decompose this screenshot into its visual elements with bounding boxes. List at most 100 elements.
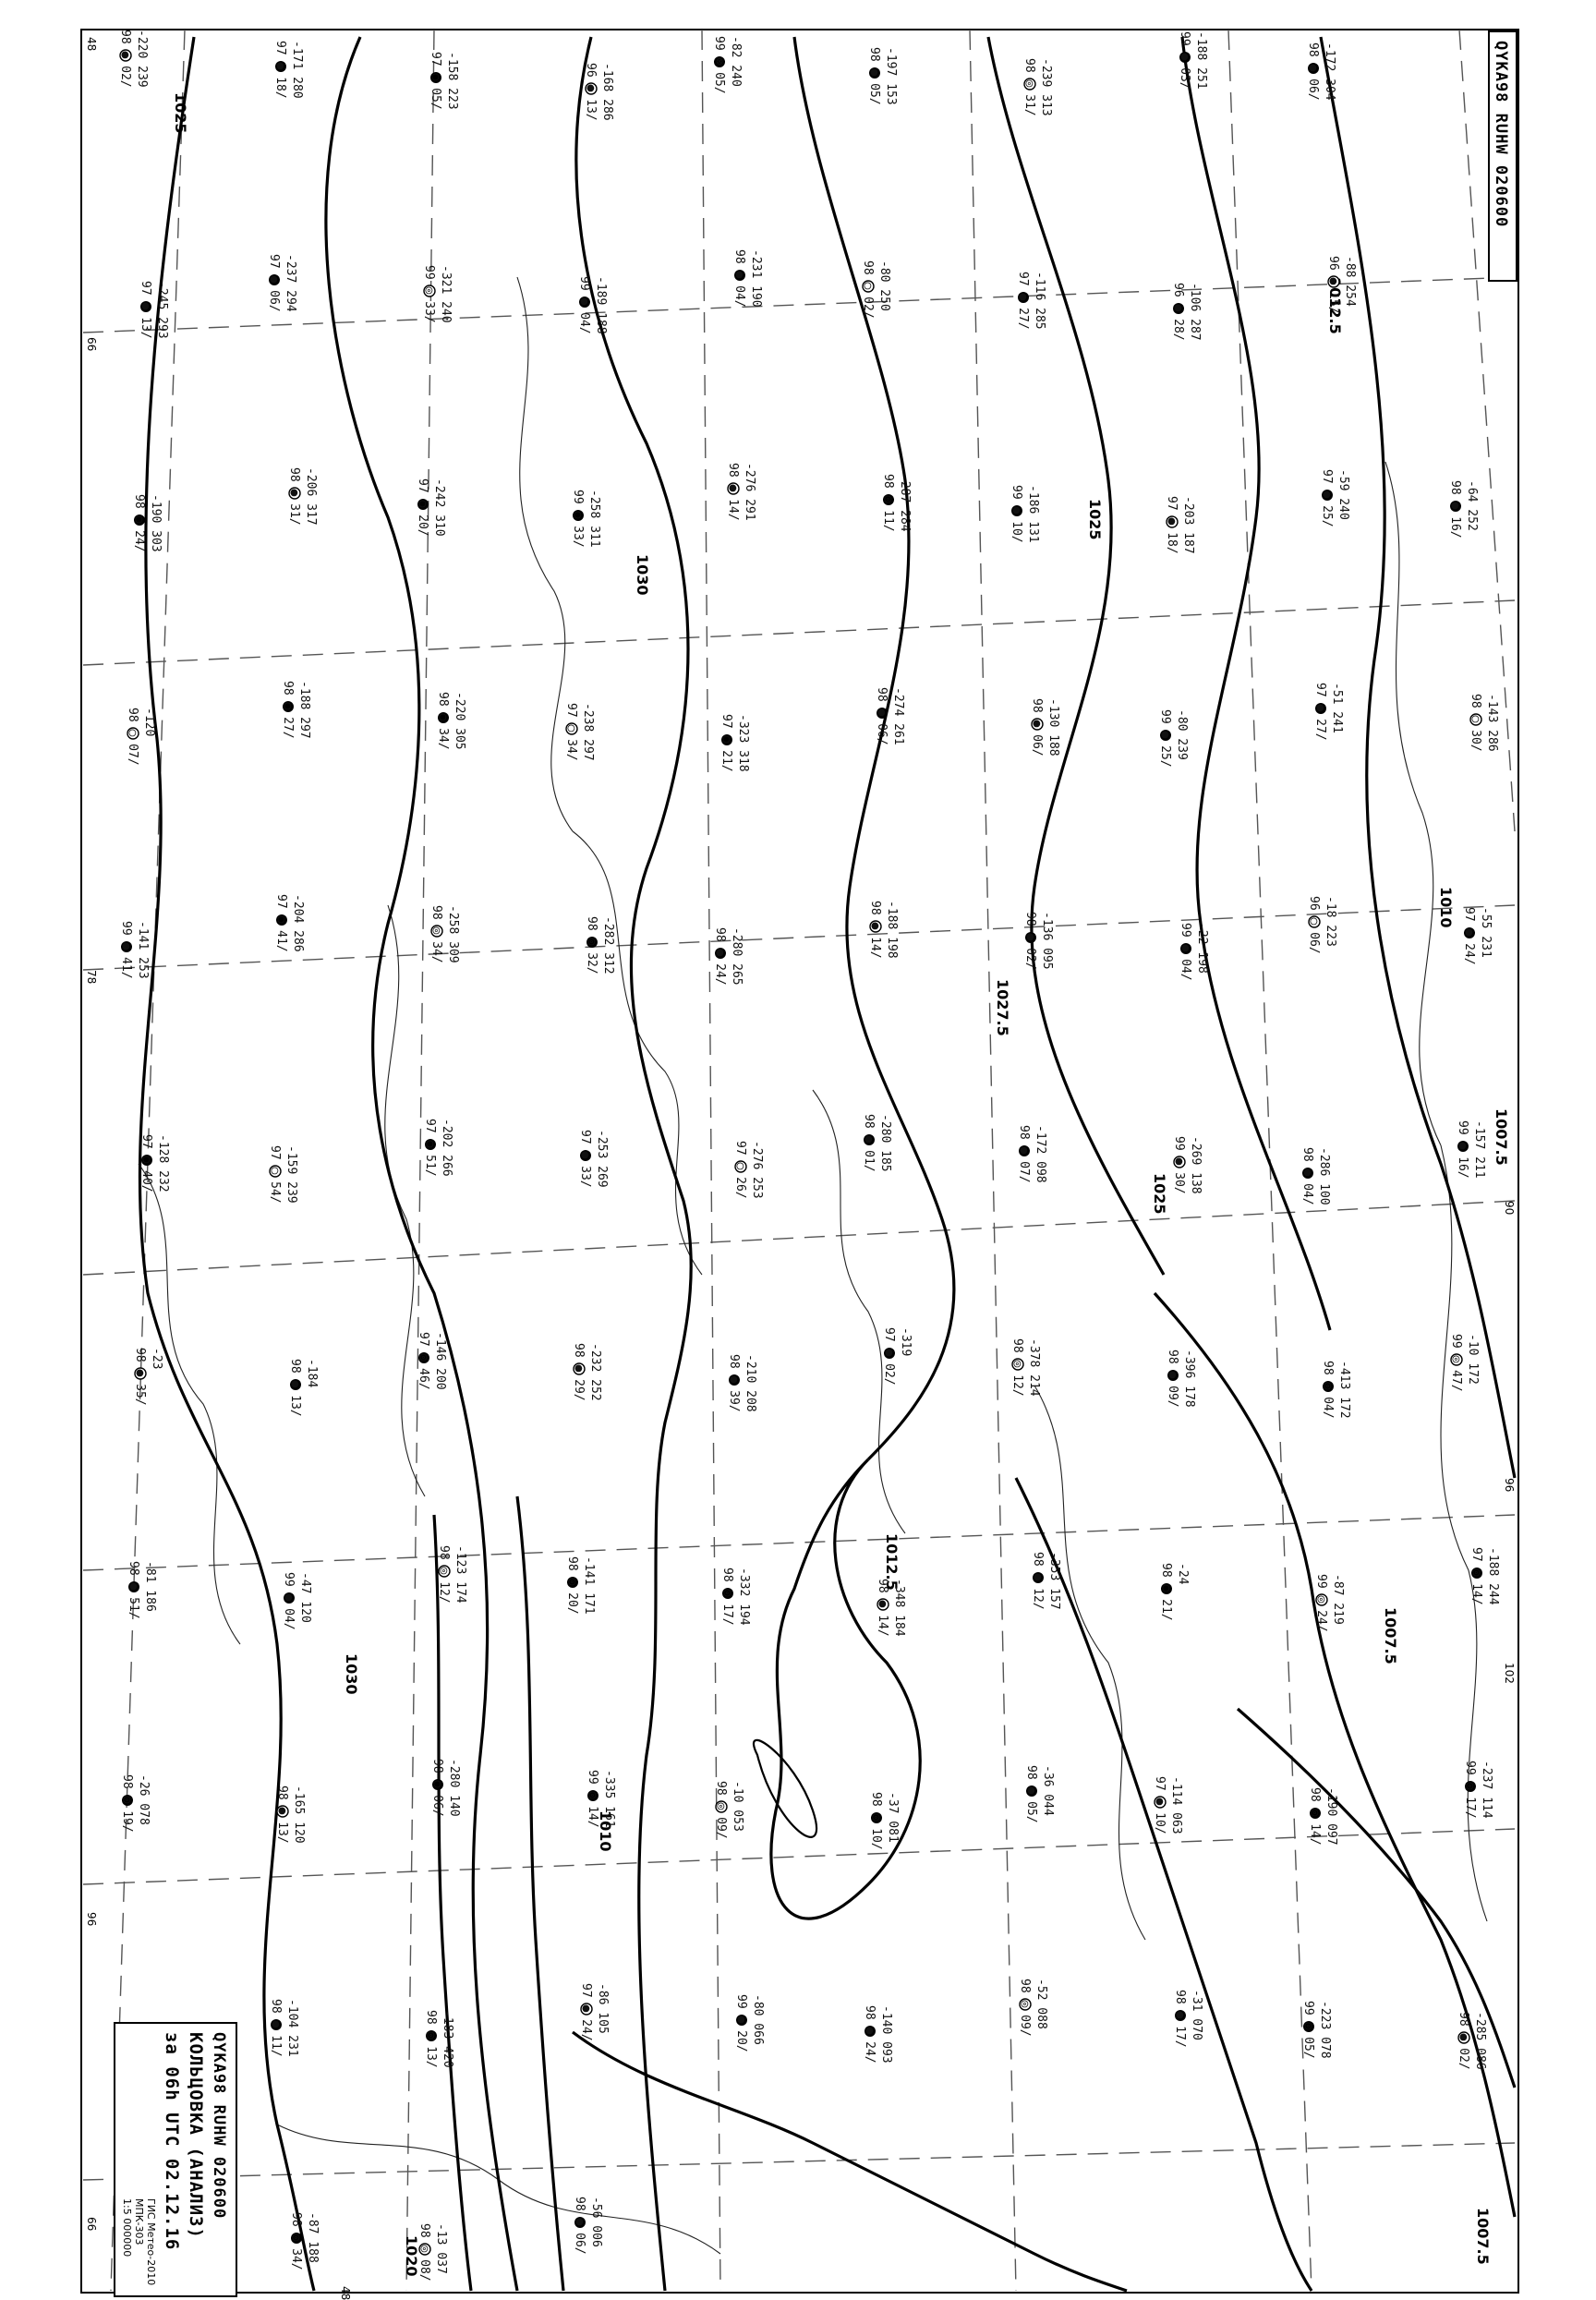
station-obs: 98 ○ 02/ bbox=[861, 260, 875, 319]
station-symbol bbox=[734, 1160, 747, 1173]
station-obs: 97 ● 13/ bbox=[139, 281, 152, 339]
station-obs: 98 ◎ 14/ bbox=[1308, 1787, 1322, 1846]
station-temp-pressure: -319 bbox=[899, 1327, 913, 1356]
station-temp-pressure: -220 305 bbox=[453, 692, 466, 750]
station-temp-pressure: -286 100 bbox=[1317, 1147, 1331, 1205]
station-temp-pressure: -188 244 bbox=[1486, 1547, 1500, 1605]
station-symbol bbox=[121, 941, 132, 952]
station-obs: 99 ● 16/ bbox=[1456, 1120, 1469, 1179]
station-temp-pressure: -253 269 bbox=[595, 1130, 609, 1188]
station-obs: 99 ● 41/ bbox=[119, 921, 133, 979]
station-obs: 98 ● 51/ bbox=[127, 1561, 140, 1619]
station-temp-pressure: -80 066 bbox=[751, 1994, 765, 2045]
isobar-label: 1010 bbox=[597, 1810, 614, 1852]
station-obs: 98 ○ 21/ bbox=[1159, 1563, 1173, 1621]
station-obs: 98 ○ 06/ bbox=[430, 1759, 444, 1817]
station-temp-pressure: -64 252 bbox=[1465, 480, 1479, 531]
station-temp-pressure: -120 bbox=[142, 708, 156, 736]
station-temp-pressure: -52 088 bbox=[1034, 1979, 1048, 2029]
station-temp-pressure: -204 286 bbox=[291, 894, 305, 952]
station-symbol bbox=[715, 1800, 728, 1813]
station-temp-pressure: -36 044 bbox=[1041, 1765, 1055, 1816]
station-obs: 97 ● 02/ bbox=[882, 1327, 896, 1386]
station-symbol bbox=[884, 1348, 895, 1359]
station-plot: -23 98 ● 35/ bbox=[133, 1348, 163, 1406]
station-temp-pressure: -203 187 bbox=[1181, 496, 1195, 554]
station-symbol bbox=[1031, 718, 1044, 731]
station-obs: 98 ● 16/ bbox=[1448, 480, 1462, 539]
station-temp-pressure: -239 313 bbox=[1039, 58, 1053, 116]
station-symbol bbox=[1450, 501, 1461, 512]
station-symbol bbox=[736, 2015, 747, 2026]
station-symbol bbox=[715, 948, 726, 959]
legend-scale: 1:5 000000 bbox=[121, 2198, 133, 2257]
station-symbol bbox=[127, 727, 139, 740]
edge-number: 48 bbox=[339, 2286, 352, 2300]
station-symbol bbox=[1026, 1786, 1037, 1797]
station-obs: 98 ● 24/ bbox=[713, 927, 727, 986]
station-obs: 97 ○ 26/ bbox=[733, 1141, 747, 1199]
station-temp-pressure: -282 312 bbox=[601, 916, 615, 974]
legend-frame bbox=[114, 2022, 237, 2297]
station-symbol bbox=[871, 1812, 882, 1823]
station-obs: 97 ◎ 46/ bbox=[417, 1332, 430, 1390]
station-temp-pressure: -332 194 bbox=[737, 1568, 751, 1626]
station-temp-pressure: -206 317 bbox=[304, 467, 318, 526]
station-temp-pressure: -51 241 bbox=[1330, 683, 1344, 733]
station-temp-pressure: -23 bbox=[150, 1348, 163, 1369]
edge-number: 78 bbox=[85, 970, 98, 984]
station-temp-pressure: -18 223 bbox=[1324, 896, 1337, 947]
station-temp-pressure: -130 188 bbox=[1046, 698, 1060, 757]
legend-projection: МПК-303 bbox=[133, 2198, 145, 2246]
station-temp-pressure: -104 231 bbox=[285, 1999, 299, 2057]
station-symbol bbox=[1315, 703, 1326, 714]
isobar-label: 1025 bbox=[1086, 499, 1104, 540]
station-temp-pressure: -280 140 bbox=[447, 1759, 461, 1817]
legend-code: QYKA98 RUHW 020600 bbox=[210, 2032, 228, 2219]
station-symbol bbox=[134, 514, 145, 526]
station-symbol bbox=[276, 914, 287, 926]
station-symbol bbox=[579, 297, 590, 308]
station-obs: 97 ○ 51/ bbox=[423, 1119, 437, 1177]
coastlines bbox=[138, 276, 1488, 2255]
isobar-label: 1025 bbox=[172, 92, 189, 134]
edge-number: 48 bbox=[85, 37, 98, 51]
station-obs: 98 ◎ 12/ bbox=[1010, 1338, 1024, 1397]
station-obs: 98 ◎ 11/ bbox=[881, 474, 895, 532]
station-symbol bbox=[1464, 927, 1475, 938]
station-temp-pressure: -31 070 bbox=[1190, 1990, 1203, 2040]
graticule bbox=[82, 29, 1516, 2292]
station-temp-pressure: -413 172 bbox=[1337, 1361, 1351, 1419]
station-symbol bbox=[1465, 1781, 1476, 1792]
station-temp-pressure: -87 188 bbox=[306, 2212, 320, 2263]
station-temp-pressure: -245 293 bbox=[155, 281, 169, 339]
station-obs: 99 ● 04/ bbox=[1179, 923, 1192, 981]
isobar-label: 1030 bbox=[634, 554, 651, 596]
station-symbol bbox=[1469, 713, 1482, 726]
station-obs: 99 ○ 33/ bbox=[571, 490, 585, 548]
station-obs: 98 ● 05/ bbox=[1024, 1765, 1038, 1823]
